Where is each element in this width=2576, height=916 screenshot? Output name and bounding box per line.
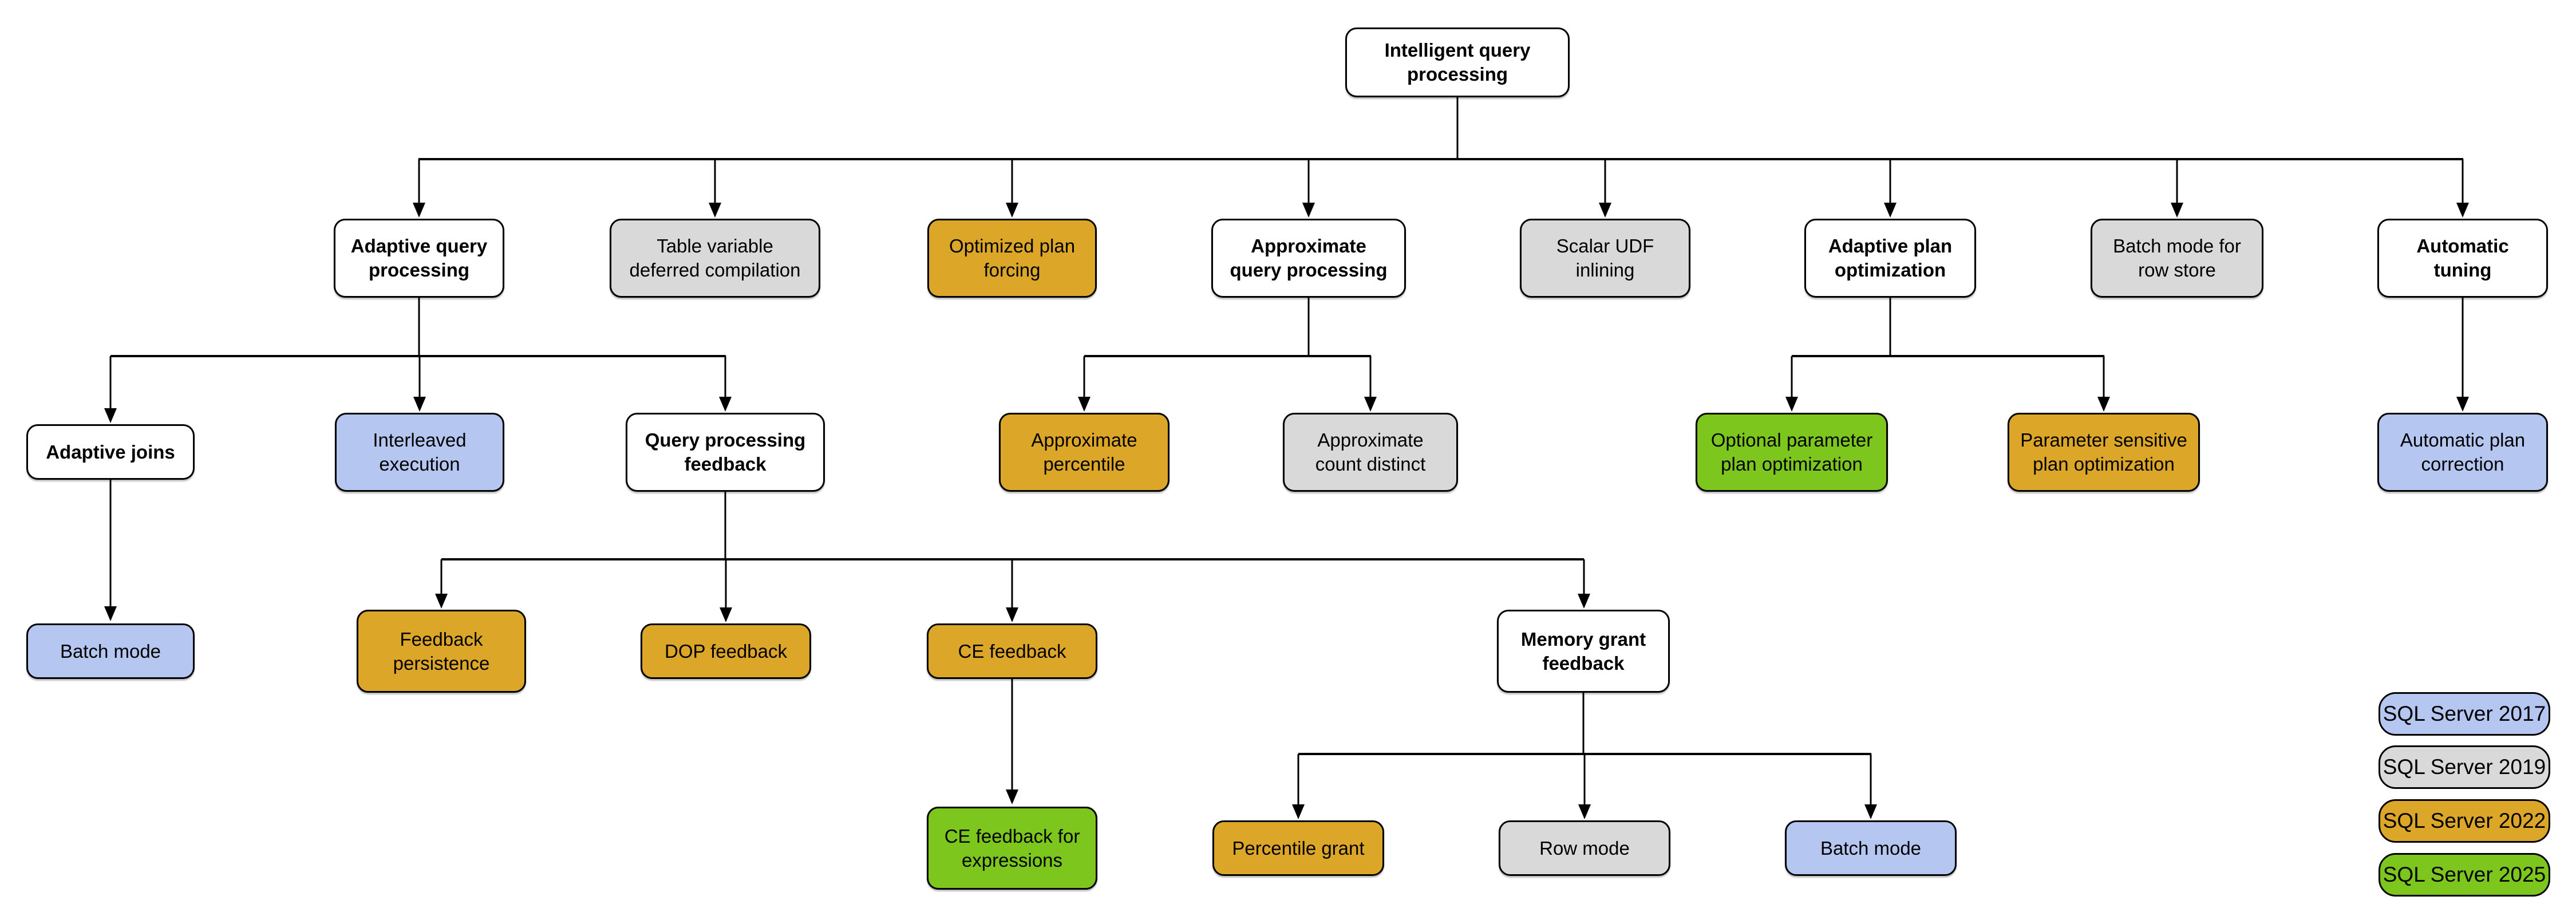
node-row-mode: Row mode [1499, 820, 1670, 876]
node-automatic-tuning: Automatic tuning [2377, 219, 2548, 298]
node-adaptive-plan-optimization: Adaptive plan optimization [1804, 219, 1976, 298]
connector-aqp-stem [418, 298, 420, 356]
connector-drop-table-variable [714, 159, 716, 204]
connector-drop-adaptive-joins [109, 356, 112, 410]
arrowhead-adaptive-joins [104, 408, 117, 423]
arrowhead-row-mode [1578, 804, 1591, 819]
connector-apo-bus [1792, 355, 2104, 357]
connector-drop-automatic-tuning [2462, 159, 2464, 204]
arrowhead-feedback-persistence [435, 594, 448, 609]
legend-sql-server-2019: SQL Server 2019 [2379, 745, 2550, 789]
connector-drop-ce-feedback [1011, 559, 1013, 610]
connector-drop-adaptive-query-processing [418, 159, 420, 204]
arrowhead-interleaved-execution [413, 397, 426, 412]
connector-drop-batch-mode-row-store [2176, 159, 2178, 204]
connector-automatic-tuning-to-plan-correction [2462, 298, 2464, 398]
arrowhead-param-sensitive [2097, 397, 2110, 412]
node-parameter-sensitive-plan-optimization: Parameter sensitive plan optimization [2008, 413, 2200, 492]
arrowhead-memory-grant-feedback [1578, 594, 1590, 609]
node-ce-feedback-for-expressions: CE feedback for expressions [927, 807, 1097, 890]
connector-drop-optimized-plan-forcing [1011, 159, 1013, 204]
node-memory-grant-feedback: Memory grant feedback [1497, 610, 1670, 693]
connector-drop-feedback-persistence [440, 559, 442, 596]
connector-drop-interleaved-execution [418, 356, 421, 399]
arrowhead-automatic-plan-correction [2456, 397, 2469, 412]
node-percentile-grant: Percentile grant [1212, 820, 1384, 876]
connector-drop-row-mode [1583, 754, 1586, 807]
arrowhead-approx-count-distinct [1364, 397, 1377, 412]
arrowhead-scalar-udf [1599, 203, 1611, 218]
connector-drop-scalar-udf [1604, 159, 1606, 204]
node-feedback-persistence: Feedback persistence [357, 610, 526, 693]
arrowhead-ce-feedback [1006, 607, 1018, 622]
legend-sql-server-2017: SQL Server 2017 [2379, 692, 2550, 736]
arrowhead-dop-feedback [720, 607, 732, 622]
connector-drop-batch-mode-mgf [1870, 754, 1872, 807]
arrowhead-optimized-plan-forcing [1006, 203, 1018, 218]
connector-root-stem [1456, 97, 1459, 159]
node-batch-mode-memory-grant: Batch mode [1785, 820, 1957, 876]
node-dop-feedback: DOP feedback [641, 623, 811, 679]
arrowhead-approximate-qp [1302, 203, 1315, 218]
connector-adaptive-joins-to-batch-mode [109, 480, 112, 607]
node-intelligent-query-processing: Intelligent query processing [1345, 27, 1570, 97]
connector-drop-optional-param [1791, 356, 1793, 399]
node-batch-mode-for-row-store: Batch mode for row store [2091, 219, 2263, 298]
node-approximate-percentile: Approximate percentile [999, 413, 1170, 492]
connector-mgf-stem [1582, 693, 1585, 754]
node-interleaved-execution: Interleaved execution [335, 413, 504, 492]
node-adaptive-joins: Adaptive joins [26, 424, 195, 480]
legend-sql-server-2022: SQL Server 2022 [2379, 799, 2550, 843]
connector-qpf-stem [724, 492, 726, 559]
arrowhead-optional-param [1785, 397, 1798, 412]
node-optimized-plan-forcing: Optimized plan forcing [927, 219, 1097, 298]
arrowhead-adaptive-query-processing [413, 203, 425, 218]
connector-drop-approx-count-distinct [1369, 356, 1372, 399]
node-automatic-plan-correction: Automatic plan correction [2377, 413, 2548, 492]
connector-drop-qp-feedback [724, 356, 726, 399]
arrowhead-ce-feedback-expressions [1006, 789, 1018, 804]
arrowhead-automatic-tuning [2456, 203, 2469, 218]
node-table-variable-deferred-compilation: Table variable deferred compilation [610, 219, 820, 298]
connector-apo-stem [1889, 298, 1891, 356]
node-query-processing-feedback: Query processing feedback [626, 413, 825, 492]
arrowhead-batch-mode-mgf [1864, 804, 1877, 819]
connector-drop-approximate-qp [1307, 159, 1310, 204]
connector-drop-param-sensitive [2103, 356, 2105, 399]
arrowhead-batch-mode-row-store [2171, 203, 2183, 218]
node-optional-parameter-plan-optimization: Optional parameter plan optimization [1696, 413, 1888, 492]
node-batch-mode-adaptive-joins: Batch mode [26, 623, 195, 679]
connector-drop-adaptive-plan-opt [1889, 159, 1891, 204]
connector-level1-bus [418, 158, 2463, 160]
connector-drop-memory-grant-feedback [1583, 559, 1585, 596]
connector-ce-to-expressions [1011, 679, 1013, 791]
connector-approx-stem [1307, 298, 1310, 356]
arrowhead-adaptive-plan-opt [1884, 203, 1897, 218]
node-approximate-query-processing: Approximate query processing [1211, 219, 1406, 298]
connector-aqp-bus [110, 355, 726, 357]
connector-drop-dop-feedback [725, 559, 727, 610]
arrowhead-batch-mode-adaptive-joins [104, 606, 117, 621]
connector-drop-percentile-grant [1297, 754, 1299, 807]
arrowhead-qp-feedback [719, 397, 732, 412]
legend-sql-server-2025: SQL Server 2025 [2379, 853, 2550, 897]
node-approximate-count-distinct: Approximate count distinct [1283, 413, 1458, 492]
arrowhead-table-variable [709, 203, 721, 218]
connector-approx-bus [1084, 355, 1371, 357]
node-ce-feedback: CE feedback [927, 623, 1097, 679]
node-adaptive-query-processing: Adaptive query processing [334, 219, 504, 298]
arrowhead-approx-percentile [1078, 397, 1091, 412]
connector-drop-approx-percentile [1083, 356, 1085, 399]
arrowhead-percentile-grant [1292, 804, 1305, 819]
node-scalar-udf-inlining: Scalar UDF inlining [1520, 219, 1690, 298]
